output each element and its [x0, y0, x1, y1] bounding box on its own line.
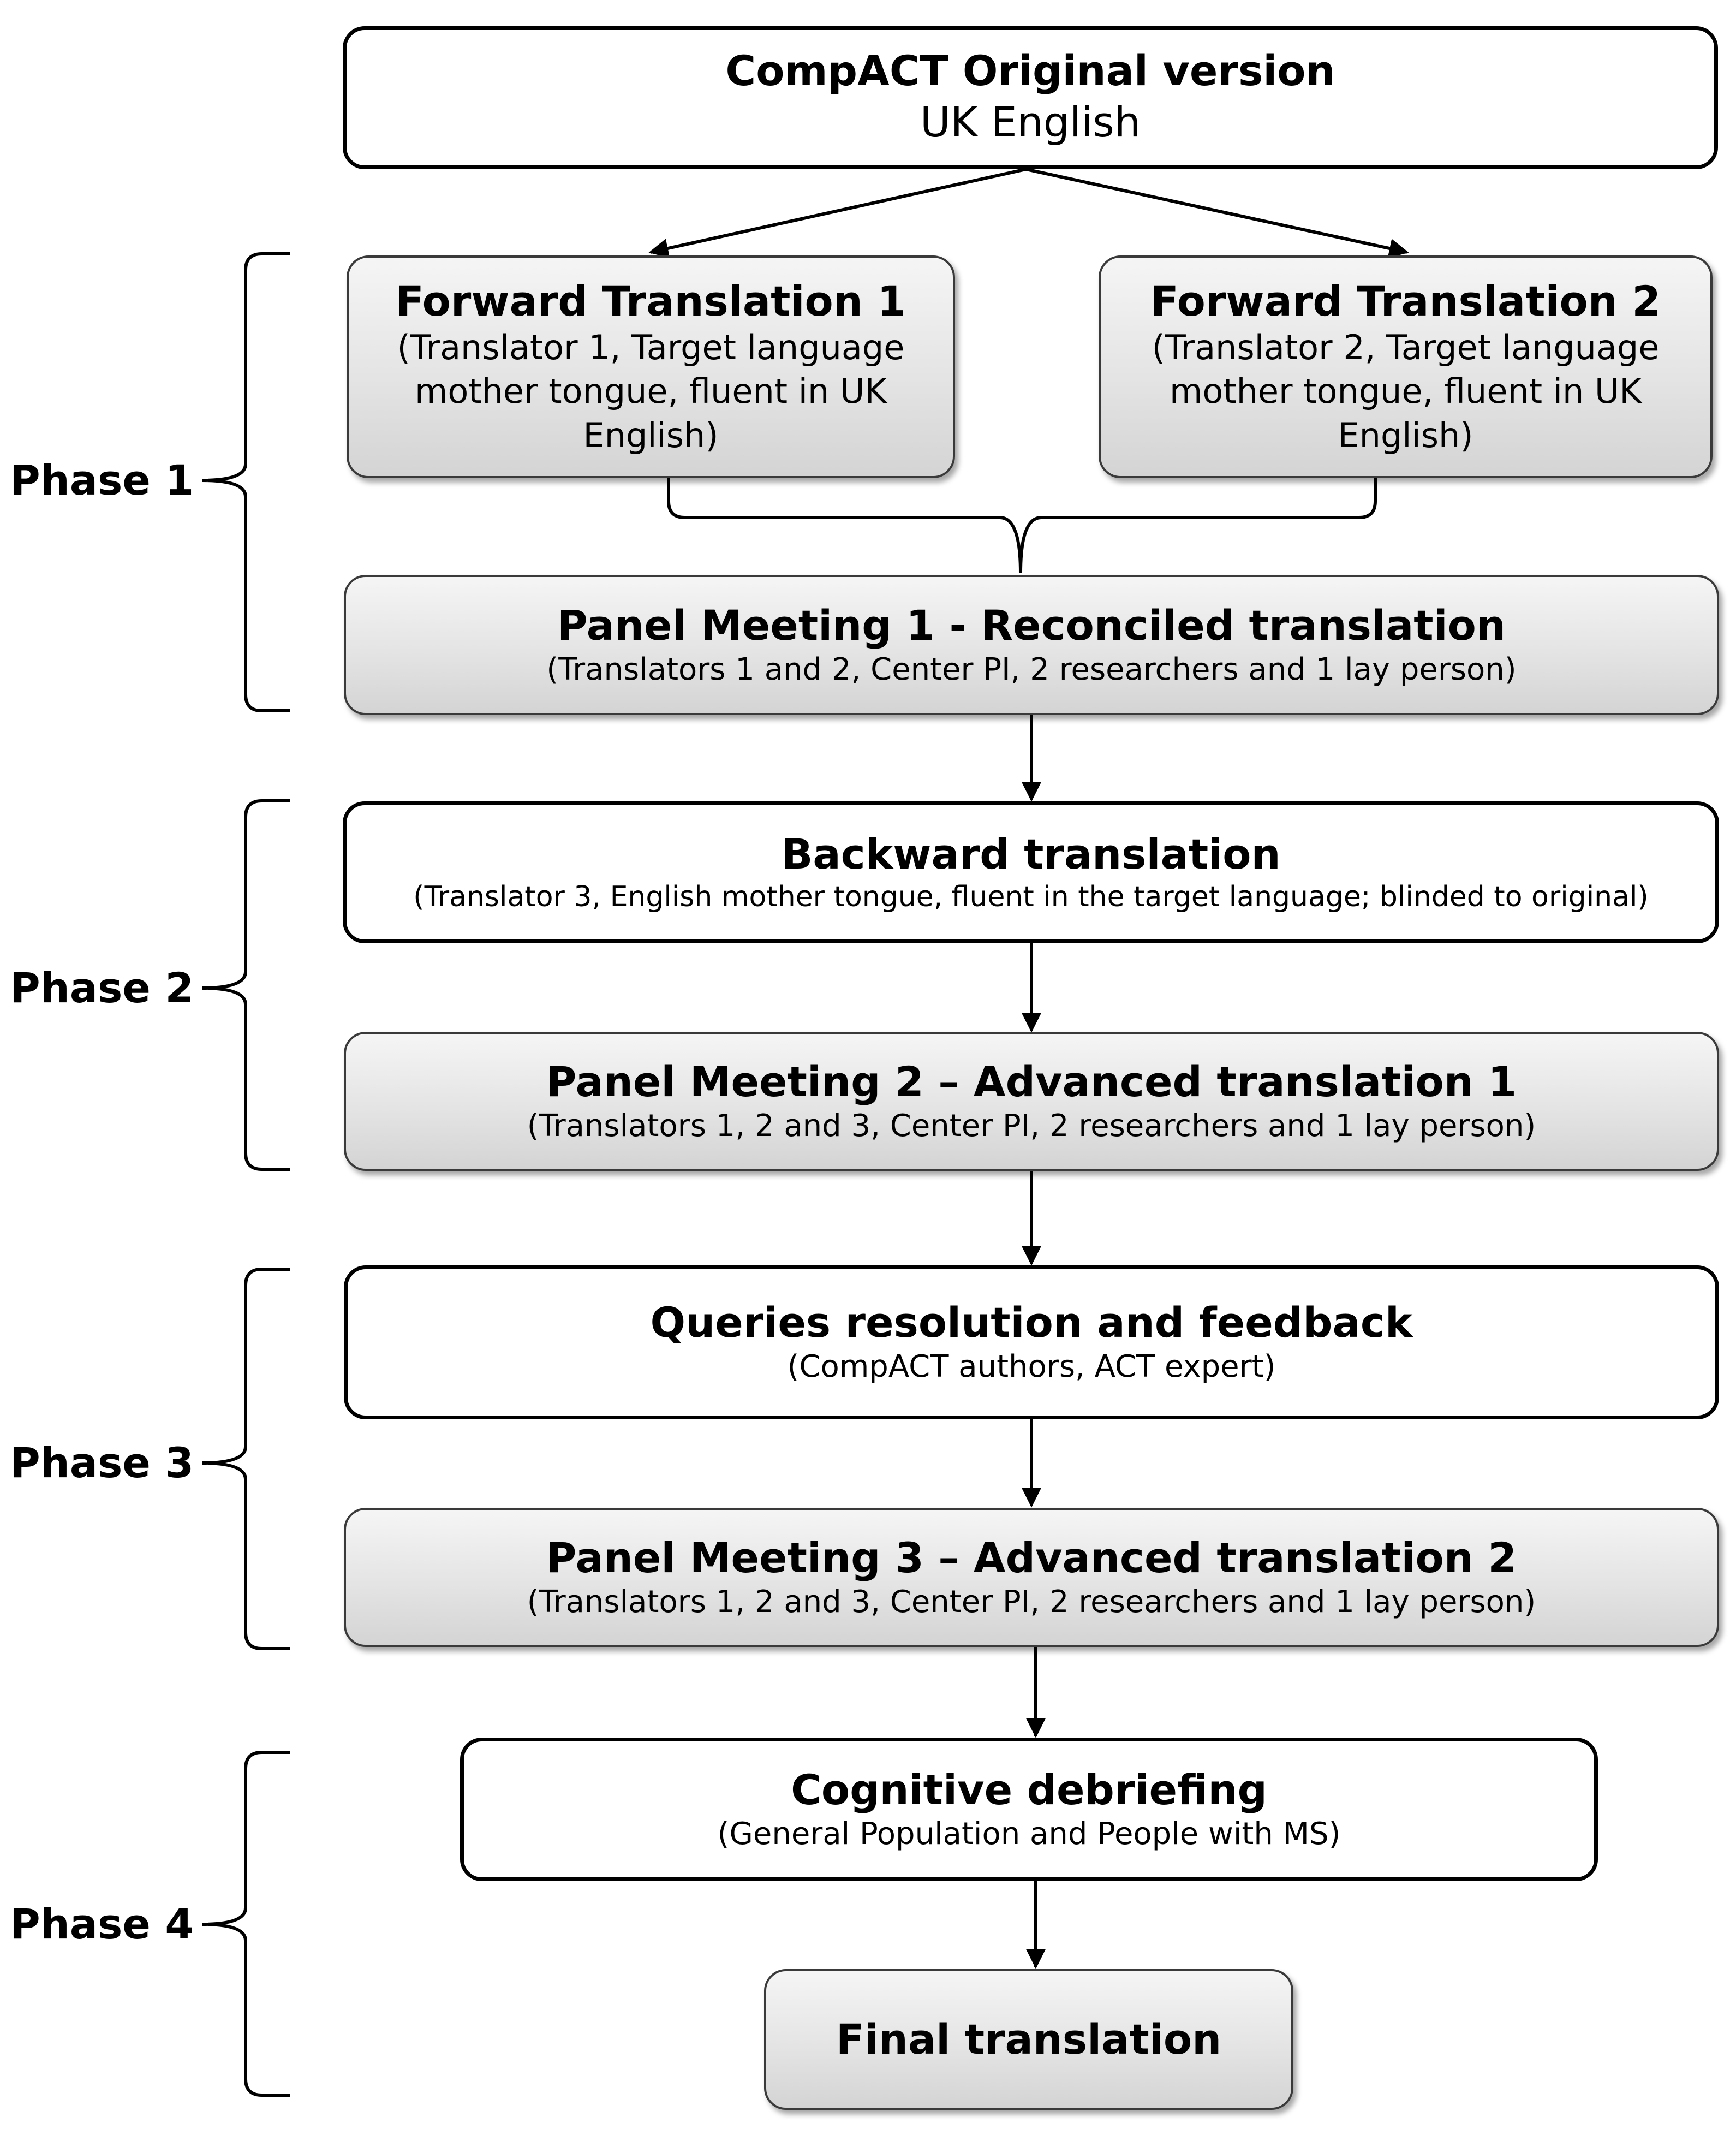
phase-4-brace	[201, 1751, 290, 2097]
final-translation-title: Final translation	[836, 2015, 1222, 2064]
merge-bracket-forward-to-panel1	[667, 478, 1377, 574]
cognitive-debriefing-title: Cognitive debriefing	[791, 1765, 1267, 1814]
phase-4-label: Phase 4	[10, 1900, 194, 1948]
panel-meeting-1-title: Panel Meeting 1 - Reconciled translation	[557, 600, 1506, 650]
cognitive-debriefing-subtitle: (General Population and People with MS)	[717, 1816, 1341, 1852]
forward-translation-1-box: Forward Translation 1 (Translator 1, Tar…	[347, 255, 955, 478]
panel-meeting-2-box: Panel Meeting 2 – Advanced translation 1…	[344, 1032, 1719, 1171]
panel-meeting-2-title: Panel Meeting 2 – Advanced translation 1	[546, 1057, 1517, 1106]
final-translation-box: Final translation	[764, 1969, 1293, 2110]
phase-2-label: Phase 2	[10, 964, 194, 1012]
cognitive-debriefing-box: Cognitive debriefing (General Population…	[460, 1738, 1598, 1881]
queries-resolution-title: Queries resolution and feedback	[650, 1298, 1413, 1347]
phase-1-brace	[201, 252, 290, 712]
original-version-box: CompACT Original version UK English	[343, 26, 1718, 169]
queries-resolution-subtitle: (CompACT authors, ACT expert)	[787, 1349, 1276, 1385]
arrow-original-to-forward2	[1025, 168, 1409, 258]
forward-translation-1-subtitle: (Translator 1, Target language mother to…	[397, 327, 905, 455]
backward-translation-subtitle: (Translator 3, English mother tongue, fl…	[413, 880, 1649, 913]
panel-meeting-2-subtitle: (Translators 1, 2 and 3, Center PI, 2 re…	[527, 1108, 1536, 1144]
forward-translation-2-title: Forward Translation 2	[1150, 276, 1661, 325]
phase-2-brace	[201, 799, 290, 1171]
panel-meeting-3-title: Panel Meeting 3 – Advanced translation 2	[546, 1533, 1517, 1582]
backward-translation-box: Backward translation (Translator 3, Engl…	[343, 801, 1719, 943]
phase-3-brace	[201, 1268, 290, 1650]
panel-meeting-1-box: Panel Meeting 1 - Reconciled translation…	[344, 575, 1719, 715]
original-version-subtitle: UK English	[920, 98, 1141, 147]
panel-meeting-3-box: Panel Meeting 3 – Advanced translation 2…	[344, 1508, 1719, 1647]
arrow-original-to-forward1	[648, 168, 1027, 258]
forward-translation-1-title: Forward Translation 1	[395, 276, 906, 325]
forward-translation-2-box: Forward Translation 2 (Translator 2, Tar…	[1099, 255, 1713, 478]
panel-meeting-3-subtitle: (Translators 1, 2 and 3, Center PI, 2 re…	[527, 1584, 1536, 1620]
queries-resolution-box: Queries resolution and feedback (CompACT…	[344, 1265, 1719, 1419]
phase-1-label: Phase 1	[10, 456, 194, 504]
forward-translation-2-subtitle: (Translator 2, Target language mother to…	[1152, 327, 1660, 455]
backward-translation-title: Backward translation	[781, 829, 1281, 878]
phase-3-label: Phase 3	[10, 1438, 194, 1487]
panel-meeting-1-subtitle: (Translators 1 and 2, Center PI, 2 resea…	[546, 651, 1517, 687]
original-version-title: CompACT Original version	[725, 46, 1335, 95]
